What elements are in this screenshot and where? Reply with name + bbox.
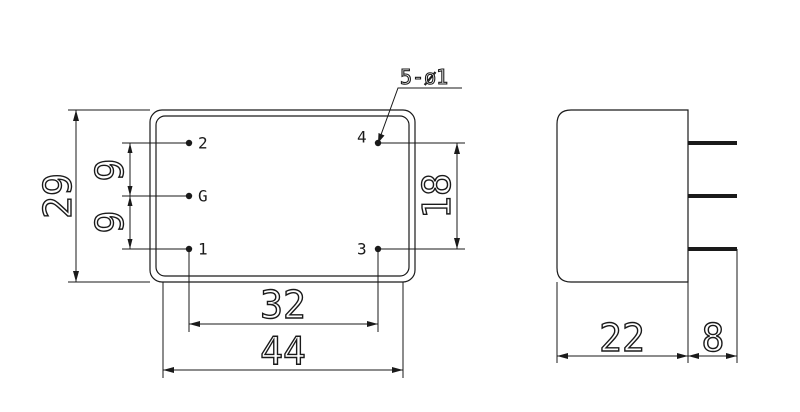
height-value: 29	[36, 173, 80, 219]
hole-callout-arrow	[378, 133, 385, 143]
pin-row-spacing-dimension: 18	[378, 142, 465, 250]
width-arrow-left	[163, 367, 174, 373]
pin-4-label: 4	[357, 128, 367, 147]
pin-2-label: 2	[198, 134, 208, 153]
row-arrow-bottom	[454, 238, 460, 249]
pin-1-label: 1	[198, 240, 208, 259]
pin-column-spacing-dimension: 32	[188, 249, 379, 332]
front-view: 2 G 1 4 3 5-ø1 29 9 9	[35, 64, 465, 378]
height-dimension: 29	[35, 109, 150, 283]
width-dimension: 44	[162, 282, 404, 378]
spacing-arrow-2	[127, 186, 133, 196]
spacing-arrow-4	[127, 239, 133, 249]
pin-g-label: G	[198, 187, 208, 206]
pin-length-arrow-right	[726, 353, 737, 359]
height-arrow-bottom	[73, 271, 79, 282]
width-value: 44	[260, 329, 306, 373]
row-arrow-top	[454, 143, 460, 154]
pin-length-arrow-left	[688, 353, 699, 359]
pin-spacing-dimension: 9 9	[87, 142, 189, 250]
width-arrow-right	[392, 367, 403, 373]
depth-arrow-left	[557, 353, 568, 359]
pin-spacing-upper-value: 9	[88, 159, 132, 182]
height-arrow-top	[73, 110, 79, 121]
hole-callout-leader	[377, 87, 462, 144]
pin-spacing-lower-value: 9	[88, 211, 132, 234]
side-body-outline	[556, 109, 689, 283]
pin-length-value: 8	[702, 316, 725, 360]
body-inner-outline	[155, 115, 410, 277]
depth-arrow-right	[677, 353, 688, 359]
pin-length-dimension: 8	[688, 249, 738, 363]
pin-row-spacing-value: 18	[415, 173, 459, 219]
pin-3-label: 3	[357, 240, 367, 259]
spacing-arrow-3	[127, 196, 133, 206]
pin-column-spacing-value: 32	[260, 283, 306, 327]
spacing-arrow-1	[127, 143, 133, 153]
hole-callout-text: 5-ø1	[400, 65, 448, 89]
depth-dimension: 22	[556, 282, 689, 363]
depth-value: 22	[599, 316, 645, 360]
column-arrow-left	[189, 321, 200, 327]
column-arrow-right	[367, 321, 378, 327]
side-view: 22 8	[556, 109, 738, 363]
